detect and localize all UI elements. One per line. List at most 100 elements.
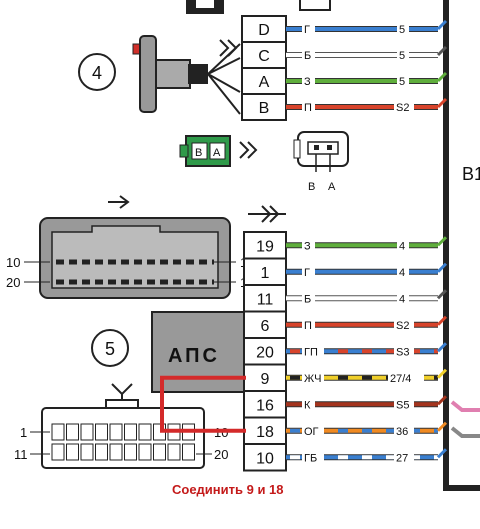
- block-cell: [109, 443, 123, 461]
- lower-connector-row: 16 К S5: [243, 390, 448, 419]
- marker-5: 5: [105, 339, 115, 359]
- block-cell: [167, 443, 181, 461]
- block-cell: [95, 443, 108, 461]
- top-connector-pin-label: A: [259, 74, 270, 91]
- top-connector-row: A З 5: [241, 67, 448, 95]
- lower-connector-wire-code: З: [304, 240, 311, 252]
- lower-connector-pin-label: 11: [257, 291, 274, 308]
- top-connector-wire-bend: [436, 71, 448, 83]
- block-cell: [124, 443, 137, 461]
- block-bottom-left-1: 1: [20, 425, 27, 440]
- lower-connector-wire-code: ЖЧ: [304, 373, 322, 385]
- lower-connector-pin-label: 9: [261, 371, 270, 388]
- lower-connector-wire-end: 36: [396, 426, 408, 438]
- lower-connector-pin-label: 18: [256, 424, 274, 441]
- lower-connector-wire-bend: [436, 236, 448, 247]
- top-connector-wire-end: S2: [396, 102, 409, 114]
- top-connector-pin-label: D: [258, 22, 270, 39]
- block-bottom-right-20: 20: [214, 447, 228, 462]
- sensor-4: 4: [78, 35, 241, 115]
- plug-pin-a: A: [213, 147, 221, 159]
- top-connector-wire-code: П: [304, 102, 312, 114]
- top-connector-pin-label: C: [258, 48, 270, 65]
- lower-connector-wire-code: К: [304, 399, 311, 411]
- lower-connector-pin-label: 10: [256, 450, 274, 467]
- block-cell: [124, 423, 137, 441]
- lower-connector-wire-end: 4: [399, 240, 405, 252]
- top-connector-row: B П S2: [241, 93, 448, 121]
- lower-connector-wire-bend: [436, 421, 448, 432]
- side-label: В1: [462, 164, 480, 184]
- top-connector-arrow: [219, 39, 238, 57]
- block-cell: [51, 443, 65, 461]
- lower-connector-arrow: [248, 205, 286, 223]
- top-connector-wire-code: З: [304, 76, 311, 88]
- top-connector-wire-end: 5: [399, 24, 405, 36]
- extra-wire-pink: [450, 400, 480, 412]
- block-connector-top: 10 20 1 11: [6, 195, 254, 299]
- lower-connector-wire-bend: [436, 315, 448, 326]
- lower-connector-wire-bend: [436, 289, 448, 300]
- block-cell: [138, 443, 152, 461]
- lower-connector-wire-bend: [436, 262, 448, 273]
- lower-connector-wire-end: S5: [396, 399, 409, 411]
- aps-label: АПС: [168, 345, 220, 367]
- marker-4: 4: [92, 63, 102, 83]
- top-connector-pin-label: B: [259, 100, 270, 117]
- block-cell: [109, 423, 123, 441]
- lower-connector-wire-code: Б: [304, 293, 311, 305]
- green-plug: B A: [179, 135, 258, 167]
- top-connector-wire-bend: [436, 19, 448, 31]
- aps-module: АПС 5: [91, 311, 245, 393]
- lower-connector-wire-bend: [436, 448, 448, 459]
- lower-connector-wire-end: 4: [399, 267, 405, 279]
- lower-connector-row: 11 Б 4: [243, 284, 448, 313]
- block-top-left-20: 20: [6, 275, 20, 290]
- lower-connector-wire-end: S2: [396, 320, 409, 332]
- block-connector-bottom: 1 11 10 20: [14, 383, 228, 469]
- lower-connector-row: 10 ГБ 27: [243, 443, 448, 472]
- top-connector-wire-end: 5: [399, 76, 405, 88]
- top-connector-wire-code: Б: [304, 50, 311, 62]
- socket-pin-b: B: [308, 181, 315, 193]
- block-cell: [51, 423, 65, 441]
- top-connector-wire-end: 5: [399, 50, 405, 62]
- block-cell: [153, 443, 166, 461]
- lower-connector-wire-bend: [436, 368, 448, 379]
- plug-pin-b: B: [195, 147, 202, 159]
- block-cell: [66, 423, 79, 441]
- top-connector-wire-bend: [436, 45, 448, 57]
- lower-connector-wire-end: 4: [399, 293, 405, 305]
- socket: B A: [293, 131, 349, 193]
- lower-connector-pin-label: 19: [256, 238, 274, 255]
- lower-connector-wire-end: S3: [396, 346, 409, 358]
- block-cell: [95, 423, 108, 441]
- block-cell: [182, 443, 195, 461]
- lower-connector-wire-code: ГБ: [304, 452, 317, 464]
- top-connector-wire-bend: [436, 97, 448, 109]
- block-top-left-10: 10: [6, 255, 20, 270]
- lower-connector-wire-bend: [436, 342, 448, 353]
- block-cell: [66, 443, 79, 461]
- lower-connector-pin-label: 16: [256, 397, 274, 414]
- lower-connector-wire-bend: [436, 395, 448, 406]
- caption: Соединить 9 и 18: [172, 482, 284, 497]
- socket-pin-a: A: [328, 181, 336, 193]
- block-bottom-left-11: 11: [14, 447, 28, 462]
- block-cell: [80, 443, 94, 461]
- jumper-9-18: [160, 375, 246, 433]
- top-connector-wire-code: Г: [304, 24, 310, 36]
- top-connector-row: D Г 5: [241, 15, 448, 43]
- lower-connector-wire-code: ГП: [304, 346, 318, 358]
- block-cell: [80, 423, 94, 441]
- lower-connector-wire-end: 27: [396, 452, 408, 464]
- lower-connector-pin-label: 6: [261, 318, 270, 335]
- lower-connector-row: 19 З 4: [243, 231, 448, 260]
